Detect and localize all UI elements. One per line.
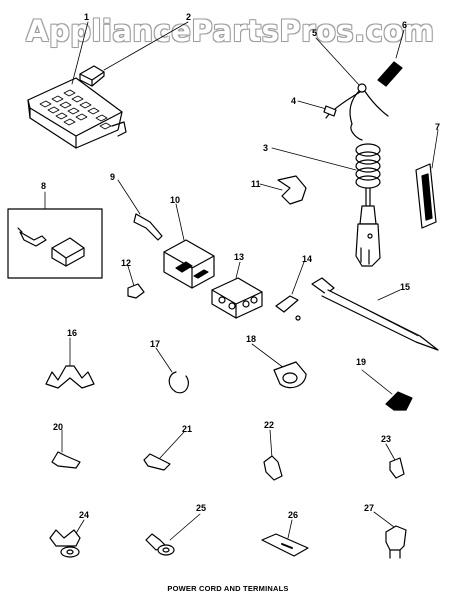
part-27-terminal [385,525,407,559]
part-2-connector [79,65,105,87]
part-20-terminal [51,451,81,469]
callout-17: 17 [150,339,160,349]
callout-12: 12 [121,258,131,268]
callout-24: 24 [79,510,89,520]
diagram-caption: POWER CORD AND TERMINALS [167,584,289,593]
part-4-terminal [323,105,337,117]
callout-18: 18 [246,334,256,344]
callout-4: 4 [291,96,296,106]
part-22-terminal [263,455,283,481]
part-9-terminal [133,213,163,241]
callout-1: 1 [84,12,89,22]
part-8-kit-box [7,208,103,279]
part-18-cable-clamp [273,361,307,389]
callout-10: 10 [170,195,180,205]
callout-15: 15 [400,282,410,292]
callout-8: 8 [41,181,46,191]
callout-19: 19 [356,357,366,367]
part-25-ring-terminal [145,533,175,556]
part-26-strap-terminal [261,533,309,557]
part-24-ring-terminal [49,529,81,558]
part-21-terminal [143,453,171,471]
part-5-ring-terminal [357,83,367,93]
callout-6: 6 [402,20,407,30]
callout-16: 16 [67,328,77,338]
callout-22: 22 [264,420,274,430]
part-10-connector-housing [163,239,215,289]
callout-2: 2 [186,12,191,22]
callout-21: 21 [182,424,192,434]
part-13-multi-pin-connector [211,277,263,319]
part-19-terminal [385,391,413,411]
callout-11: 11 [251,179,261,189]
callout-7: 7 [435,122,440,132]
callout-20: 20 [53,422,63,432]
callout-3: 3 [263,143,268,153]
part-14-terminal [275,295,299,313]
part-23-terminal [389,457,405,479]
callout-25: 25 [196,503,206,513]
part-6-lug [377,61,403,87]
callout-5: 5 [312,28,317,38]
callout-9: 9 [110,172,115,182]
part-3-power-cord [325,89,389,267]
callout-14: 14 [302,254,312,264]
part-12-clip [127,283,145,299]
part-16-spring-clip [45,365,95,389]
watermark: AppliancePartsPros.com [26,14,435,48]
part-15-cable-tie [311,277,439,351]
part-11-clip [277,175,307,205]
callout-27: 27 [364,503,374,513]
callout-23: 23 [381,434,391,444]
part-1-terminal-block [27,77,127,149]
part-17-ring-clip [168,371,189,394]
callout-13: 13 [234,252,244,262]
callout-26: 26 [288,510,298,520]
